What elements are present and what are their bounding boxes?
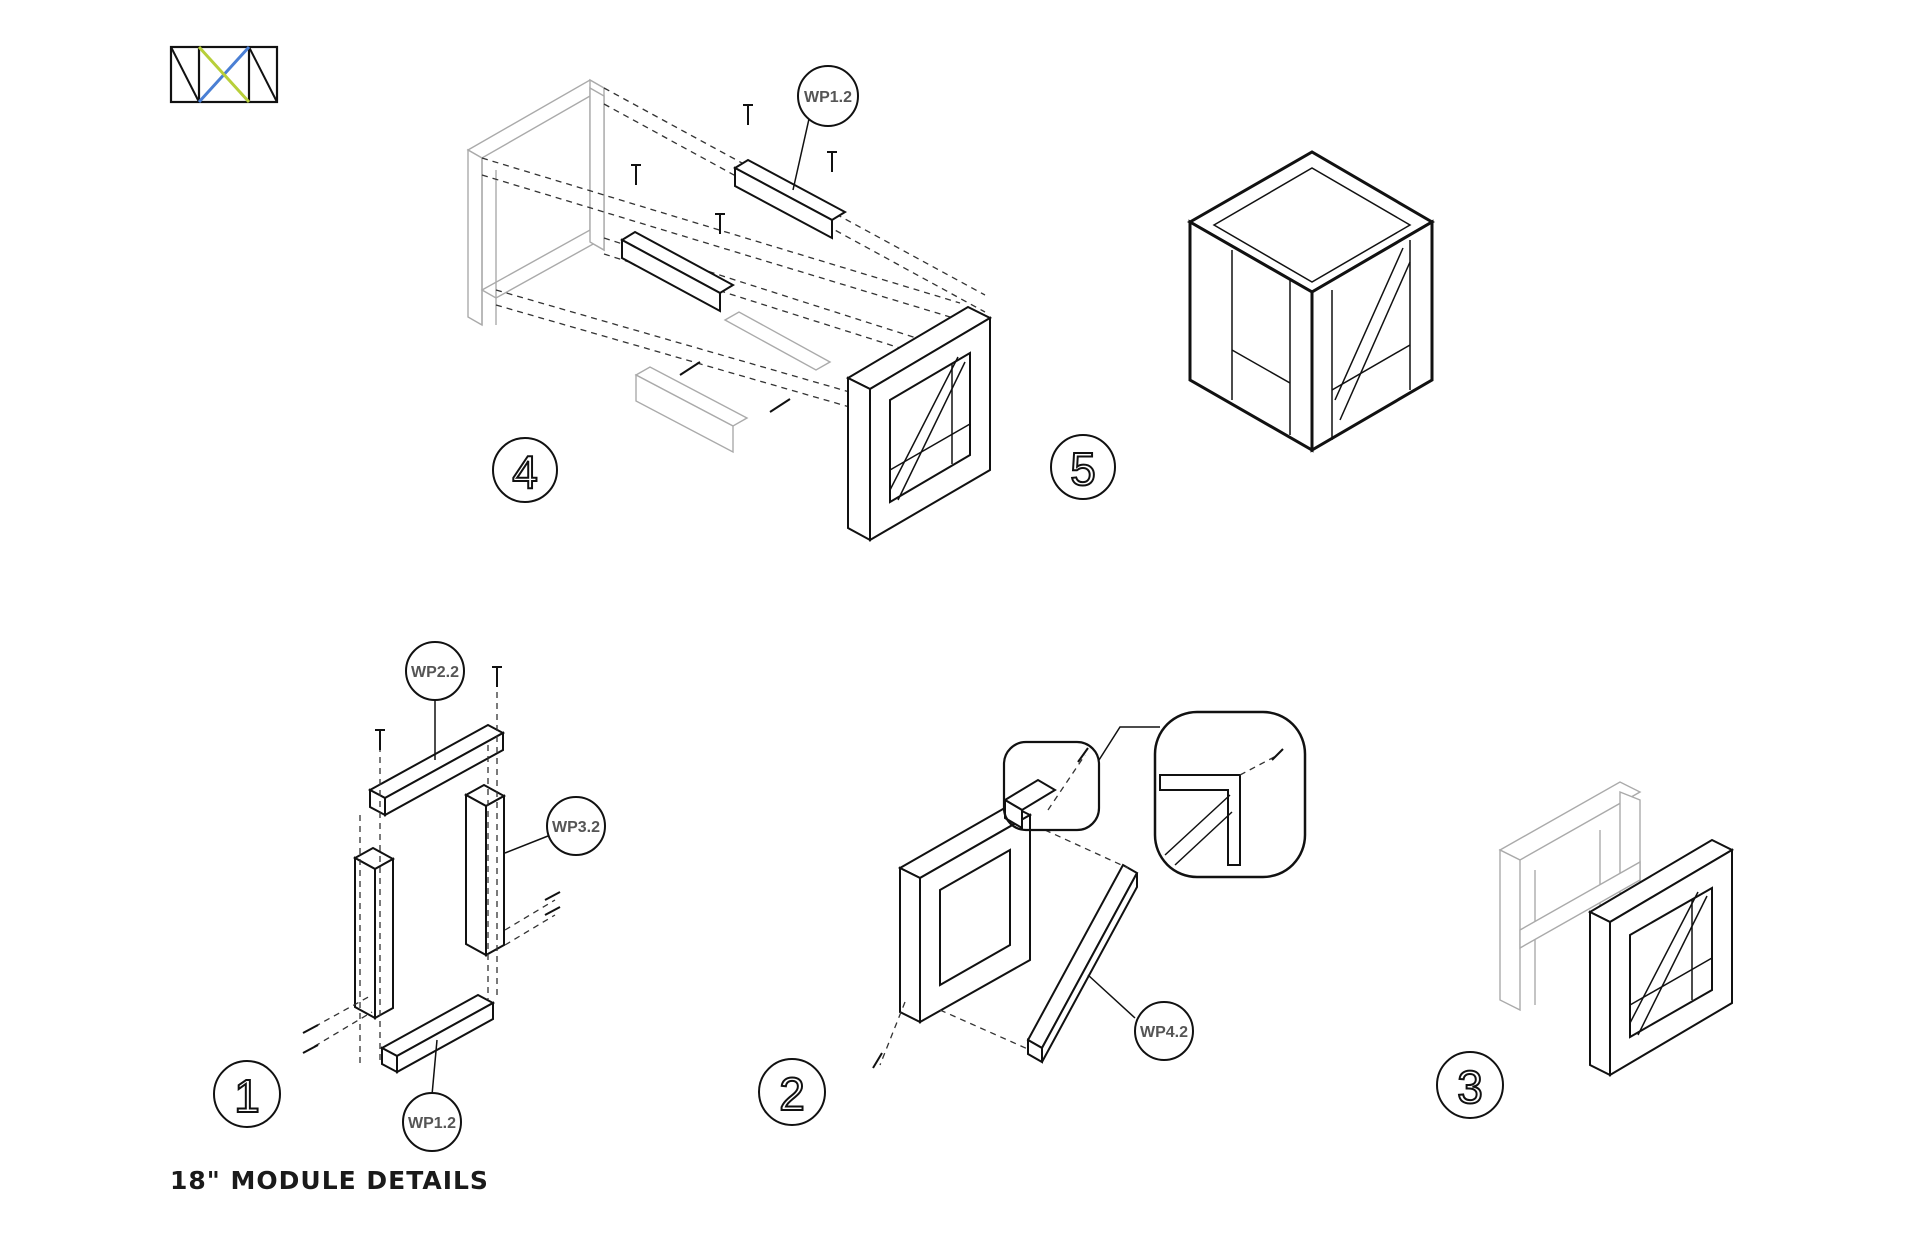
- step-4-number: 4: [512, 446, 538, 498]
- step-2-marker: 2: [758, 1058, 826, 1126]
- step-3-marker: 3: [1436, 1051, 1504, 1119]
- part-callout-wp2: WP2.2: [405, 641, 465, 760]
- part-callout-wp1-top: WP1.2: [792, 65, 859, 191]
- wp1-top-label: WP1.2: [804, 89, 852, 106]
- step-2-number: 2: [779, 1068, 805, 1120]
- step-5-number: 5: [1070, 443, 1096, 495]
- part-callout-wp3: WP3.2: [504, 796, 606, 856]
- wp2-label: WP2.2: [411, 664, 459, 681]
- step-1-marker: 1: [213, 1060, 281, 1128]
- step-2-frame-brace: [872, 710, 1307, 1069]
- step-1-exploded-parts: [302, 666, 561, 1074]
- step-5-marker: 5: [1050, 434, 1116, 500]
- nxn-logo-icon: [169, 45, 279, 104]
- step-4-exploded-frame: [466, 78, 993, 542]
- wp4-label: WP4.2: [1140, 1024, 1188, 1041]
- part-callout-wp4: WP4.2: [1087, 974, 1194, 1061]
- step-5-completed-cube: [1186, 150, 1435, 453]
- part-callout-wp1-bottom: WP1.2: [402, 1039, 462, 1152]
- wp3-label: WP3.2: [552, 819, 600, 836]
- wp1-bottom-label: WP1.2: [408, 1115, 456, 1132]
- step-3-joined-frames: [1498, 781, 1735, 1077]
- step-3-number: 3: [1457, 1061, 1483, 1113]
- step-1-number: 1: [234, 1070, 260, 1122]
- sheet-caption: 18" MODULE DETAILS: [170, 1166, 489, 1195]
- step-4-marker: 4: [492, 437, 558, 503]
